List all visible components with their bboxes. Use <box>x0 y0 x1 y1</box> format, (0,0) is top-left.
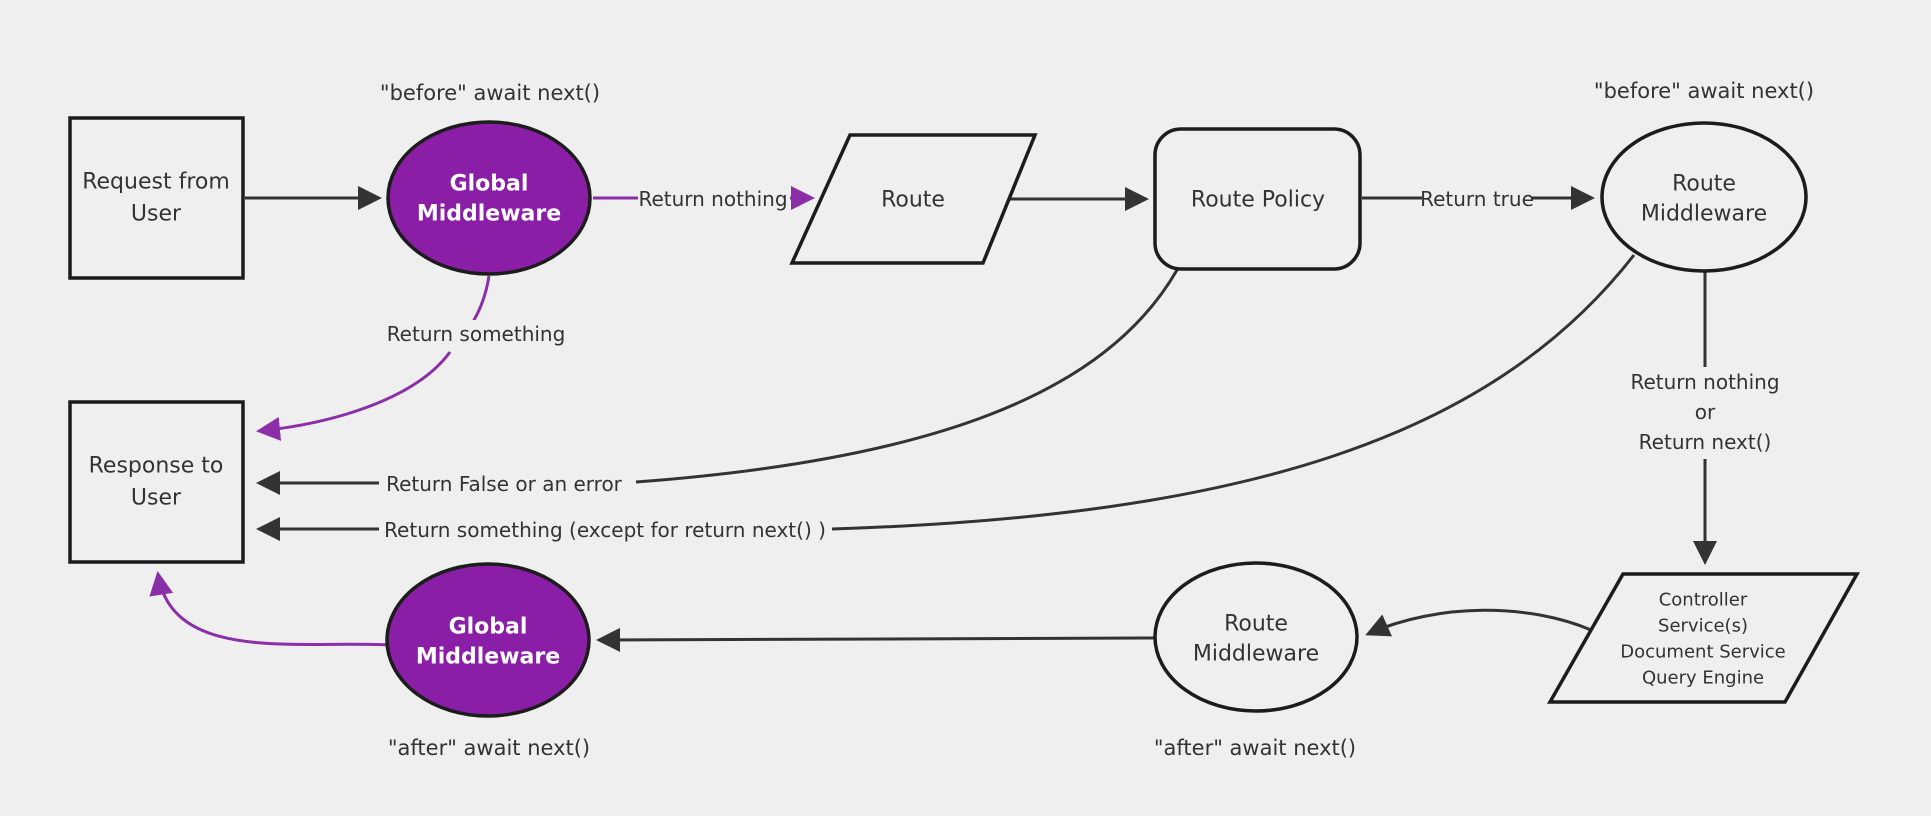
route-middleware-bottom-label-1: Route <box>1224 612 1288 637</box>
route-middleware-top-shape <box>1600 121 1808 273</box>
node-route-policy: Route Policy <box>1153 127 1362 271</box>
label-bg <box>638 185 790 212</box>
route-shape <box>789 133 1038 265</box>
edge-label-return-true: Return true <box>1420 187 1534 211</box>
label-bg <box>1422 185 1532 212</box>
node-route-middleware-bottom: Route Middleware <box>1153 561 1359 713</box>
edge-labels: Return nothing Return true Return nothin… <box>380 185 1788 543</box>
node-route-middleware-top: Route Middleware <box>1600 121 1808 273</box>
annotation-before-global-middleware: "before" await next() <box>380 81 600 105</box>
controller-services-label-2: Service(s) <box>1658 616 1748 637</box>
route-middleware-top-label-1: Route <box>1672 172 1736 197</box>
controller-services-label-3: Document Service <box>1620 642 1786 663</box>
route-middleware-bottom-label-2: Middleware <box>1193 642 1319 667</box>
edge-label-return-something-except: Return something (except for return next… <box>384 518 826 542</box>
node-controller-services: Controller Service(s) Document Service Q… <box>1546 572 1860 704</box>
global-middleware-top-label-1: Global <box>450 172 529 197</box>
global-middleware-bottom-label-1: Global <box>449 615 528 640</box>
route-middleware-bottom-shape <box>1153 561 1359 713</box>
annotation-after-route-middleware: "after" await next() <box>1154 736 1356 760</box>
global-middleware-bottom-label-2: Middleware <box>416 645 560 670</box>
edge-controller-to-route-middleware-bottom <box>1365 608 1592 637</box>
annotation-after-global-middleware: "after" await next() <box>388 736 590 760</box>
edge-label-return-something: Return something <box>387 322 566 346</box>
request-from-user-shape <box>68 116 245 280</box>
edge-label-return-false-or-error: Return False or an error <box>386 472 623 496</box>
request-from-user-label-2: User <box>131 202 182 227</box>
response-to-user-label-1: Response to <box>89 454 224 479</box>
label-bg <box>380 516 832 543</box>
node-global-middleware-bottom: Global Middleware <box>385 562 591 718</box>
edge-label-return-nothing-or-2: or <box>1695 400 1716 424</box>
global-middleware-top-label-2: Middleware <box>417 202 561 227</box>
request-from-user-label-1: Request from <box>82 170 230 195</box>
response-to-user-shape <box>68 400 245 564</box>
route-policy-shape <box>1153 127 1362 271</box>
global-middleware-top-shape <box>386 120 592 276</box>
label-bg <box>380 470 632 497</box>
edge-route-middleware-bottom-to-global-middleware-bottom <box>596 627 1157 652</box>
global-middleware-bottom-shape <box>385 562 591 718</box>
annotation-before-route-middleware: "before" await next() <box>1594 79 1814 103</box>
controller-services-label-4: Query Engine <box>1642 668 1764 689</box>
edge-global-middleware-to-response-end <box>256 351 452 441</box>
controller-services-shape <box>1546 572 1860 704</box>
node-route: Route <box>789 133 1038 265</box>
edge-global-middleware-bottom-to-response <box>149 571 391 647</box>
edge-label-return-nothing-or-3: Return next() <box>1639 430 1772 454</box>
label-bg <box>382 320 572 347</box>
edge-route-policy-to-response-curve <box>635 269 1179 484</box>
controller-services-label-1: Controller <box>1659 590 1748 611</box>
label-bg <box>1622 367 1788 459</box>
node-request-from-user: Request from User <box>68 116 245 280</box>
route-middleware-top-label-2: Middleware <box>1641 202 1767 227</box>
edge-label-return-nothing: Return nothing <box>638 187 787 211</box>
annotations: "before" await next() "before" await nex… <box>380 79 1814 760</box>
response-to-user-label-2: User <box>131 486 182 511</box>
edge-route-middleware-to-response-curve <box>831 254 1636 531</box>
route-label: Route <box>881 188 945 213</box>
route-policy-label: Route Policy <box>1191 188 1325 213</box>
node-response-to-user: Response to User <box>68 400 245 564</box>
node-global-middleware-top: Global Middleware <box>386 120 592 276</box>
nodes: Request from User Global Middleware Rout… <box>68 116 1860 718</box>
edge-label-return-nothing-or-1: Return nothing <box>1630 370 1779 394</box>
edges <box>149 186 1717 652</box>
